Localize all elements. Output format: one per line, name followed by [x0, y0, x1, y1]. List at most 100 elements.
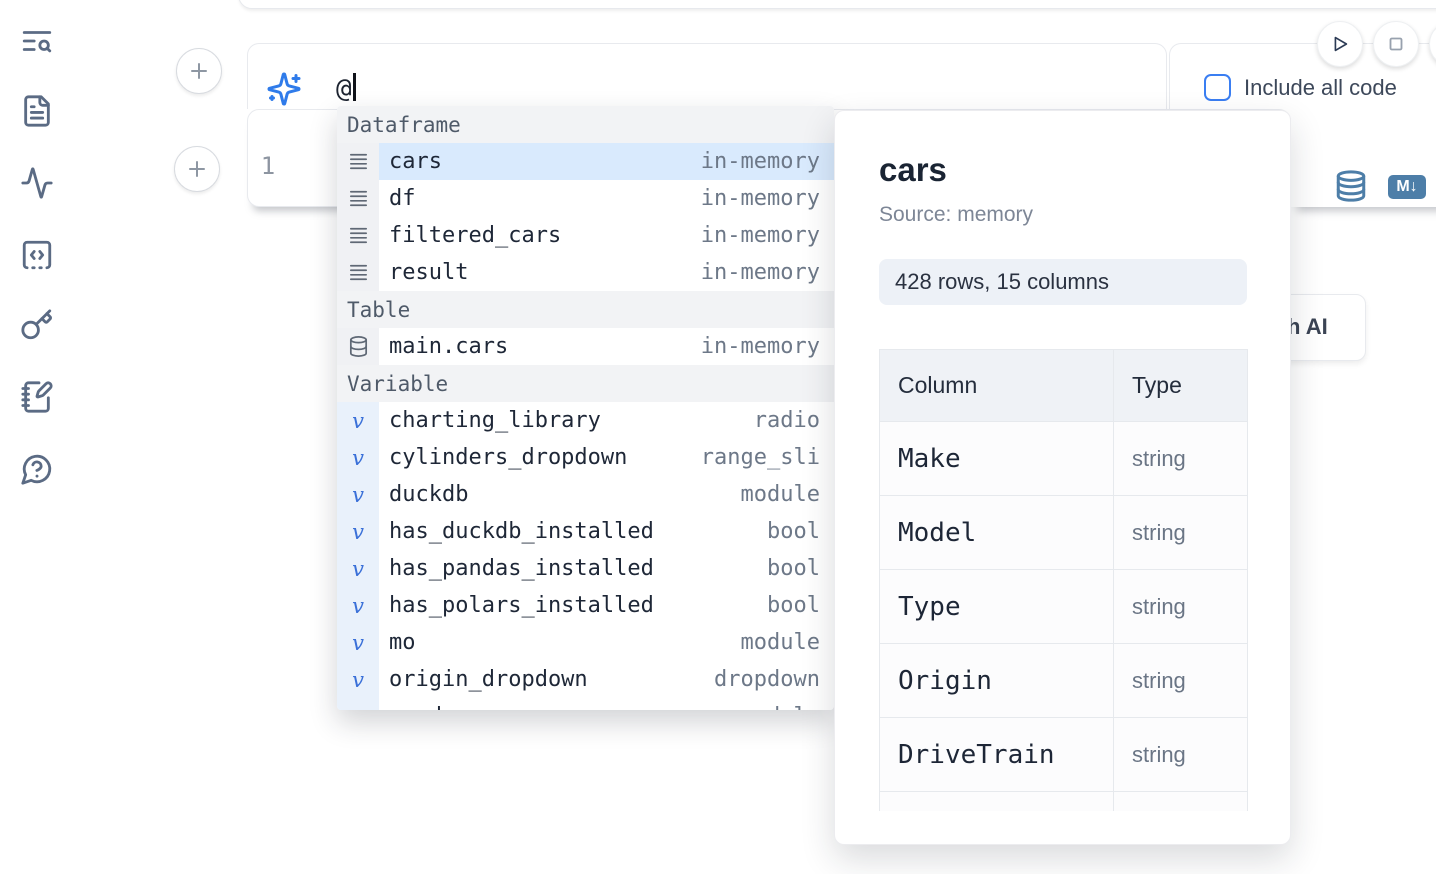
- schema-header-cell: Type: [1113, 349, 1248, 422]
- item-name: cylinders_dropdown: [389, 445, 628, 470]
- schema-column-name: Model: [879, 495, 1114, 570]
- text-cursor: [352, 73, 356, 101]
- rows-icon: [337, 180, 379, 217]
- autocomplete-section-header: Dataframe: [337, 106, 834, 143]
- italic-v-icon: v: [337, 624, 379, 661]
- italic-v-icon: v: [352, 445, 364, 470]
- schema-column-name: [879, 791, 1114, 811]
- schema-column-type: [1113, 791, 1248, 811]
- convert-to-sql-button[interactable]: [1334, 169, 1368, 203]
- item-name: filtered_cars: [389, 223, 562, 248]
- rows-icon: [337, 254, 379, 291]
- preview-title: cars: [879, 151, 947, 188]
- italic-v-icon: v: [337, 550, 379, 587]
- sidebar-notebook-pen-icon[interactable]: [18, 378, 56, 416]
- autocomplete-item[interactable]: v charting_library radio: [337, 402, 834, 439]
- autocomplete-item[interactable]: v cylinders_dropdown range_sli: [337, 439, 834, 476]
- schema-column-type: string: [1113, 717, 1248, 792]
- convert-to-markdown-button[interactable]: M↓: [1388, 175, 1426, 199]
- sidebar-code-snippet-icon[interactable]: [18, 236, 56, 274]
- item-name: mo: [389, 630, 416, 655]
- autocomplete-item[interactable]: df in-memory: [337, 180, 834, 217]
- item-type: dropdown: [714, 667, 820, 692]
- item-type: bool: [767, 556, 820, 581]
- include-all-code-checkbox[interactable]: [1204, 74, 1231, 101]
- item-name: pandas: [389, 704, 741, 710]
- item-type: in-memory: [700, 149, 820, 174]
- database-icon: [1336, 170, 1366, 202]
- italic-v-icon: v: [337, 439, 379, 476]
- schema-header-cell: Column: [879, 349, 1114, 422]
- schema-column-type: string: [1113, 569, 1248, 644]
- run-button[interactable]: [1317, 21, 1363, 67]
- item-type: module: [740, 482, 820, 507]
- autocomplete-item[interactable]: v pandasmodule: [337, 698, 834, 710]
- italic-v-icon: v: [337, 661, 379, 698]
- ai-button-label: h AI: [1287, 314, 1328, 339]
- italic-v-icon: v: [337, 587, 379, 624]
- sidebar-key-icon[interactable]: [18, 306, 56, 344]
- autocomplete-item-body: pandasmodule: [379, 698, 834, 710]
- sidebar-file-text-icon[interactable]: [18, 92, 56, 130]
- italic-v-icon: v: [352, 705, 364, 711]
- add-cell-above-button[interactable]: [176, 48, 222, 94]
- ai-prompt-input[interactable]: @: [336, 72, 356, 106]
- sparkles-icon: [266, 71, 302, 107]
- autocomplete-item-body: charting_library radio: [379, 402, 834, 439]
- schema-column-type: string: [1113, 495, 1248, 570]
- item-type: range_sli: [700, 445, 820, 470]
- schema-column-name: Origin: [879, 643, 1114, 718]
- item-name: charting_library: [389, 408, 601, 433]
- cell-actions-tray: M↓: [1291, 109, 1436, 207]
- sidebar-activity-icon[interactable]: [18, 164, 56, 202]
- preview-shape-badge: 428 rows, 15 columns: [879, 259, 1247, 305]
- schema-column-name: DriveTrain: [879, 717, 1114, 792]
- autocomplete-section-header: Variable: [337, 365, 834, 402]
- item-name: has_pandas_installed: [389, 556, 654, 581]
- stop-button[interactable]: [1373, 21, 1419, 67]
- autocomplete-item[interactable]: filtered_cars in-memory: [337, 217, 834, 254]
- item-type: bool: [767, 593, 820, 618]
- include-all-code-label[interactable]: Include all code: [1244, 75, 1397, 100]
- autocomplete-item[interactable]: v has_pandas_installed bool: [337, 550, 834, 587]
- item-name: has_duckdb_installed: [389, 519, 654, 544]
- italic-v-icon: v: [352, 408, 364, 433]
- sidebar-outline-search-icon[interactable]: [18, 22, 56, 60]
- item-type: in-memory: [700, 223, 820, 248]
- add-cell-below-button[interactable]: [174, 146, 220, 192]
- schema-column-type: string: [1113, 643, 1248, 718]
- italic-v-icon: v: [337, 698, 379, 710]
- item-type: radio: [753, 408, 820, 433]
- schema-row: [879, 791, 1248, 811]
- italic-v-icon: v: [352, 630, 364, 655]
- italic-v-icon: v: [352, 556, 364, 581]
- italic-v-icon: v: [337, 513, 379, 550]
- item-name: main.cars: [389, 334, 509, 359]
- sidebar-help-chat-icon[interactable]: [18, 450, 56, 488]
- previous-cell-bottom: [238, 0, 1436, 9]
- item-name: df: [389, 186, 416, 211]
- autocomplete-section-header: Table: [337, 291, 834, 328]
- item-type: in-memory: [700, 186, 820, 211]
- item-type: in-memory: [700, 260, 820, 285]
- autocomplete-item-body: filtered_cars in-memory: [379, 217, 834, 254]
